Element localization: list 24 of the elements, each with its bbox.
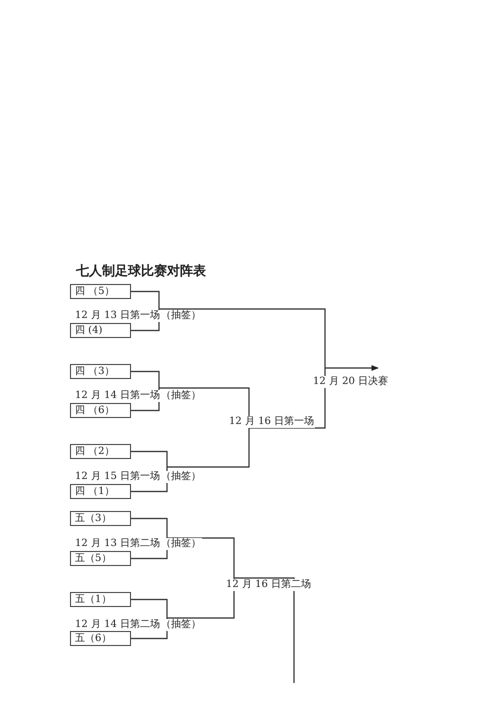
date-label: 12 月 14 日第一场 [74,390,161,402]
date-label: 12 月 13 日第二场 [74,538,161,550]
date-label: 12 月 13 日第一场 [74,310,161,322]
date-label: 12 月 16 日第一场 [228,416,315,428]
team-box: 四 (4) [70,323,131,338]
team-box: 五（3） [70,511,131,526]
date-label: 12 月 15 日第一场 [74,471,161,483]
bracket-line [131,450,168,492]
date-label: 12 月 14 日第二场 [74,619,161,631]
bracket-line [131,290,160,332]
team-box: 四 （5） [70,284,131,299]
date-label: 12 月 20 日决赛 [312,376,389,388]
date-label: 12 月 16 日第二场 [225,579,312,591]
team-box: 四 （2） [70,444,131,459]
team-box: 五（5） [70,551,131,566]
bracket-line [131,370,160,412]
team-box: 五（6） [70,631,131,646]
title: 七人制足球比赛对阵表 [76,262,206,280]
team-box: 四 （3） [70,364,131,379]
bracket-line [131,518,168,560]
team-box: 四 （1） [70,484,131,499]
team-box: 五（1） [70,592,131,607]
team-box: 四 （6） [70,403,131,418]
bracket-line [131,598,168,640]
